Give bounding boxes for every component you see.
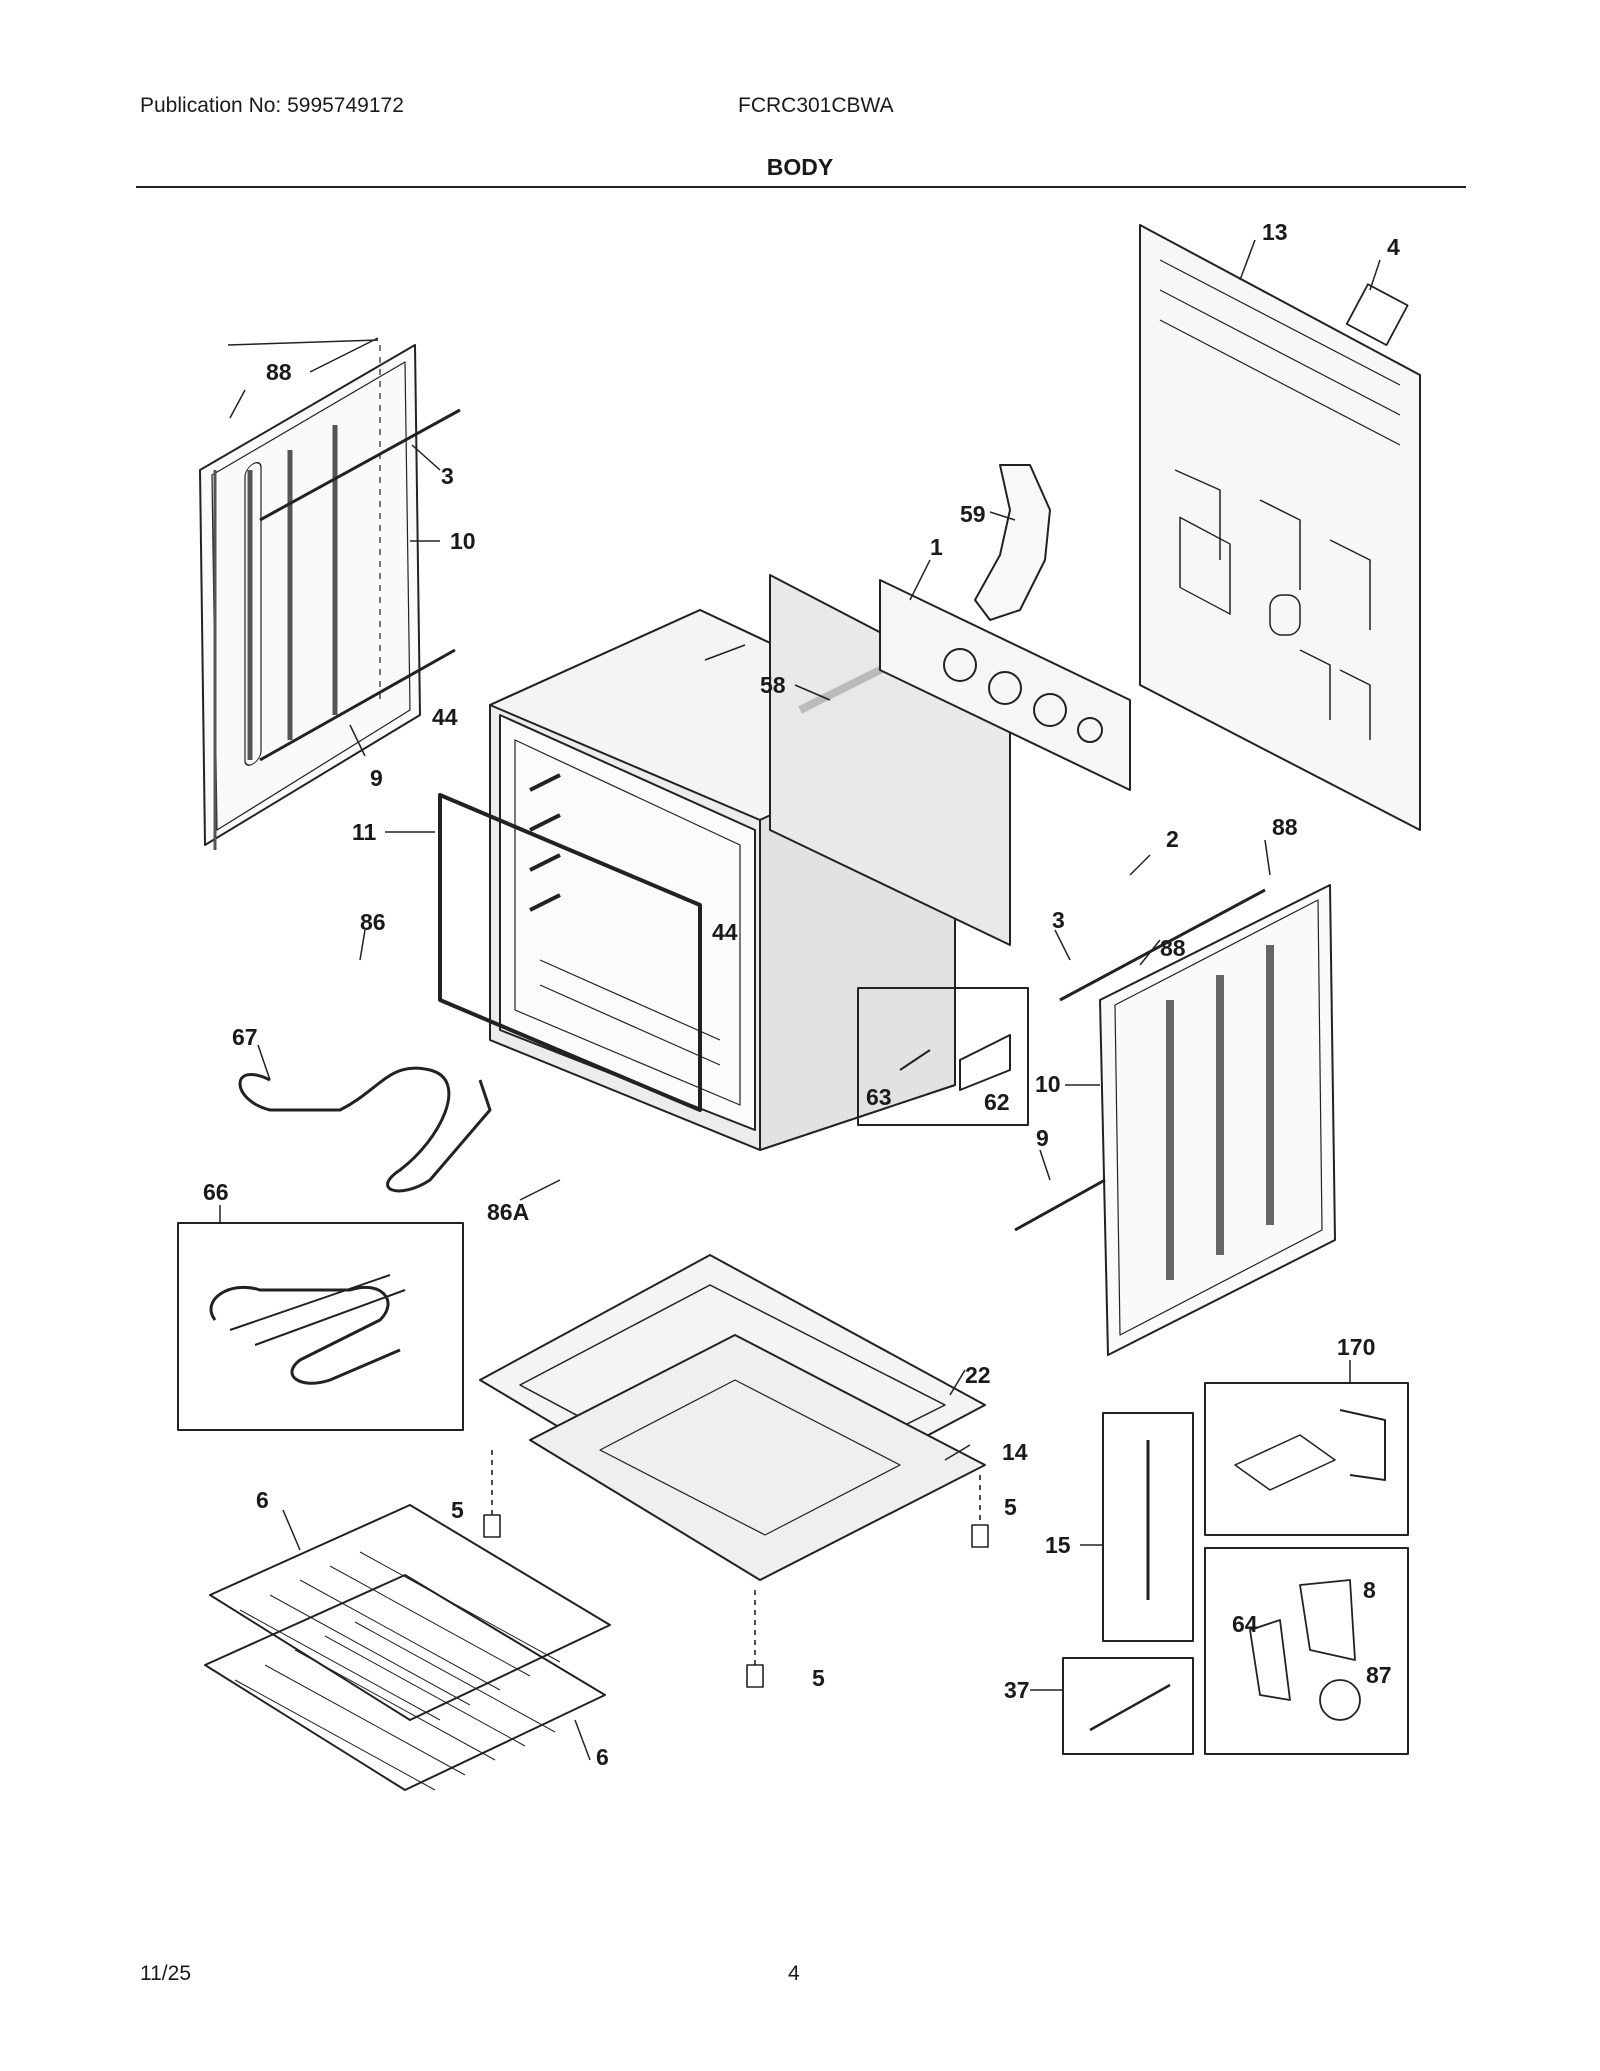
callout-14: 14: [1002, 1439, 1028, 1465]
callout-8: 8: [1363, 1577, 1376, 1603]
callout-88-c: 88: [1160, 935, 1186, 961]
page-title: BODY: [766, 154, 834, 180]
wiring-duct: [974, 464, 1051, 621]
wire-harness-inset: [1102, 1412, 1194, 1642]
callout-5-b: 5: [1004, 1494, 1017, 1520]
callout-170: 170: [1337, 1334, 1375, 1360]
broil-element: [238, 1066, 492, 1193]
callout-44-a: 44: [432, 704, 458, 730]
callout-37: 37: [1004, 1677, 1030, 1703]
left-side-panel: [199, 344, 461, 850]
page-number: 4: [788, 1962, 800, 1985]
anti-tip-bracket-inset: [1204, 1547, 1409, 1755]
door-gasket: [438, 793, 702, 1112]
callout-11: 11: [352, 819, 377, 845]
control-panel-bracket: [879, 579, 1131, 791]
callout-3-b: 3: [1052, 907, 1065, 933]
callout-86: 86: [360, 909, 386, 935]
callout-6-a: 6: [256, 1487, 269, 1513]
installation-kit-inset: [1204, 1382, 1409, 1536]
callout-13: 13: [1262, 219, 1288, 245]
callout-58: 58: [760, 672, 786, 698]
callout-15: 15: [1045, 1532, 1071, 1558]
probe-inset: [1062, 1657, 1194, 1755]
callout-44-b: 44: [712, 919, 738, 945]
callout-1: 1: [930, 534, 943, 560]
callout-67: 67: [232, 1024, 258, 1050]
bake-element-inset: [177, 1222, 464, 1431]
callout-2: 2: [1166, 826, 1179, 852]
callout-9-b: 9: [1036, 1125, 1049, 1151]
callout-59: 59: [960, 501, 986, 527]
oven-racks: [204, 1504, 611, 1791]
callout-5-c: 5: [812, 1665, 825, 1691]
callout-3-a: 3: [441, 463, 454, 489]
callout-88-b: 88: [1272, 814, 1298, 840]
callout-87: 87: [1366, 1662, 1392, 1688]
publication-number: Publication No: 5995749172: [140, 94, 404, 117]
callout-5-a: 5: [451, 1497, 464, 1523]
leveling-legs: [483, 1450, 989, 1688]
callout-62: 62: [984, 1089, 1010, 1115]
callout-63: 63: [866, 1084, 892, 1110]
callout-22: 22: [965, 1362, 991, 1388]
header-divider: [136, 186, 1466, 188]
callout-10-a: 10: [450, 528, 476, 554]
sensor-inset: [857, 987, 1029, 1126]
back-panel: [1139, 224, 1421, 831]
revision-date: 11/25: [140, 1962, 191, 1985]
callout-86a: 86A: [487, 1199, 529, 1225]
callout-6-b: 6: [596, 1744, 609, 1770]
callout-88-a: 88: [266, 359, 292, 385]
callout-4: 4: [1387, 234, 1400, 260]
right-side-panel: [1014, 884, 1336, 1356]
model-number: FCRC301CBWA: [738, 94, 894, 117]
callout-9-a: 9: [370, 765, 383, 791]
callout-64: 64: [1232, 1611, 1258, 1637]
callout-66: 66: [203, 1179, 229, 1205]
base-frame: [479, 1254, 986, 1581]
callout-10-b: 10: [1035, 1071, 1061, 1097]
